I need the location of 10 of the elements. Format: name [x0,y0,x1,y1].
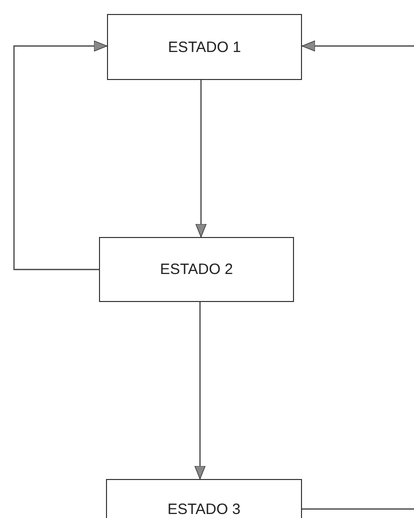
connector-line [302,508,414,510]
state-box [107,14,302,80]
arrow [302,40,414,52]
state-label: ESTADO 2 [160,261,234,278]
arrow [195,80,207,238]
state-label: ESTADO 1 [168,38,242,56]
arrow [194,302,206,480]
arrow [13,40,108,270]
state-label: ESTADO 3 [167,500,241,518]
state-box [99,237,294,302]
